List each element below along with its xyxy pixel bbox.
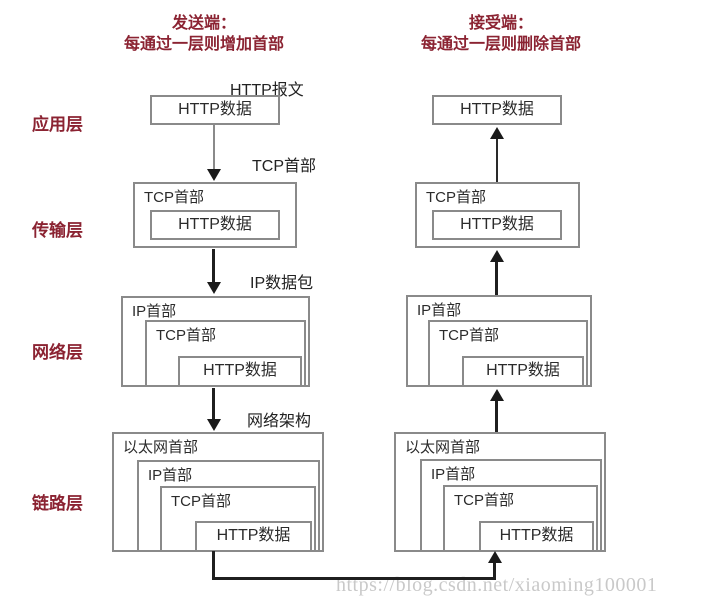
layer-label-link: 链路层 [32,494,83,513]
sender-transport-tcp-box: TCP首部 HTTP数据 [133,182,297,248]
receiver-title-line2: 每通过一层则删除首部 [420,36,581,53]
connector-left-vertical-line [212,551,215,580]
receiver-link-ip-box: IP首部 TCP首部 HTTP数据 [420,459,602,552]
receiver-title-line1: 接受端： [468,15,533,32]
arrow-up-link-to-network-icon [490,389,504,432]
layer-label-transport: 传输层 [32,221,83,240]
receiver-network-tcp-label: TCP首部 [439,327,500,344]
sender-title: 发送端： 每通过一层则增加首部 [74,13,334,55]
arrow-down-app-to-transport-icon [207,125,221,181]
layer-label-network: 网络层 [32,343,83,362]
receiver-transport-http-data-box: HTTP数据 [432,210,562,240]
layer-label-application: 应用层 [32,115,83,134]
sender-link-tcp-label: TCP首部 [171,493,232,510]
sender-app-http-data-box: HTTP数据 [150,95,280,125]
arrow-down-network-to-link-icon [207,388,221,431]
annotation-network-frame: 网络架构 [247,413,312,430]
receiver-link-ip-label: IP首部 [431,466,476,483]
sender-network-http-data-box: HTTP数据 [178,356,302,387]
sender-link-ethernet-box: 以太网首部 IP首部 TCP首部 HTTP数据 [112,432,324,552]
sender-link-ip-box: IP首部 TCP首部 HTTP数据 [137,460,320,552]
arrow-up-network-to-transport-icon [490,250,504,295]
receiver-network-ip-box: IP首部 TCP首部 HTTP数据 [406,295,592,387]
sender-transport-tcp-label: TCP首部 [144,189,205,206]
receiver-title: 接受端： 每通过一层则删除首部 [371,13,631,55]
receiver-link-tcp-label: TCP首部 [454,492,515,509]
sender-link-ethernet-label: 以太网首部 [123,439,199,456]
annotation-ip-packet: IP数据包 [250,275,314,292]
receiver-app-http-data-box: HTTP数据 [432,95,562,125]
receiver-network-ip-label: IP首部 [417,302,462,319]
sender-title-line2: 每通过一层则增加首部 [123,36,284,53]
sender-title-line1: 发送端： [171,15,236,32]
annotation-tcp-header: TCP首部 [252,158,317,175]
sender-network-ip-label: IP首部 [132,303,177,320]
sender-transport-http-data-box: HTTP数据 [150,210,280,240]
sender-network-tcp-label: TCP首部 [156,327,217,344]
receiver-link-ethernet-box: 以太网首部 IP首部 TCP首部 HTTP数据 [394,432,606,552]
arrow-up-transport-to-app-icon [490,127,504,182]
receiver-transport-tcp-box: TCP首部 HTTP数据 [415,182,580,248]
receiver-transport-tcp-label: TCP首部 [426,189,487,206]
sender-network-tcp-box: TCP首部 HTTP数据 [145,320,306,387]
arrow-down-transport-to-network-icon [207,249,221,294]
receiver-link-http-data-box: HTTP数据 [479,521,594,552]
receiver-link-tcp-box: TCP首部 HTTP数据 [443,485,598,552]
connector-horizontal-line [212,577,496,580]
sender-network-ip-box: IP首部 TCP首部 HTTP数据 [121,296,310,387]
receiver-network-tcp-box: TCP首部 HTTP数据 [428,320,588,387]
annotation-http-message: HTTP报文 [230,82,304,99]
sender-link-ip-label: IP首部 [148,467,193,484]
sender-link-http-data-box: HTTP数据 [195,521,312,552]
connector-right-vertical-line [493,560,496,580]
connector-up-arrowhead-icon [488,551,502,563]
receiver-link-ethernet-label: 以太网首部 [405,439,481,456]
sender-link-tcp-box: TCP首部 HTTP数据 [160,486,316,552]
receiver-network-http-data-box: HTTP数据 [462,356,584,387]
